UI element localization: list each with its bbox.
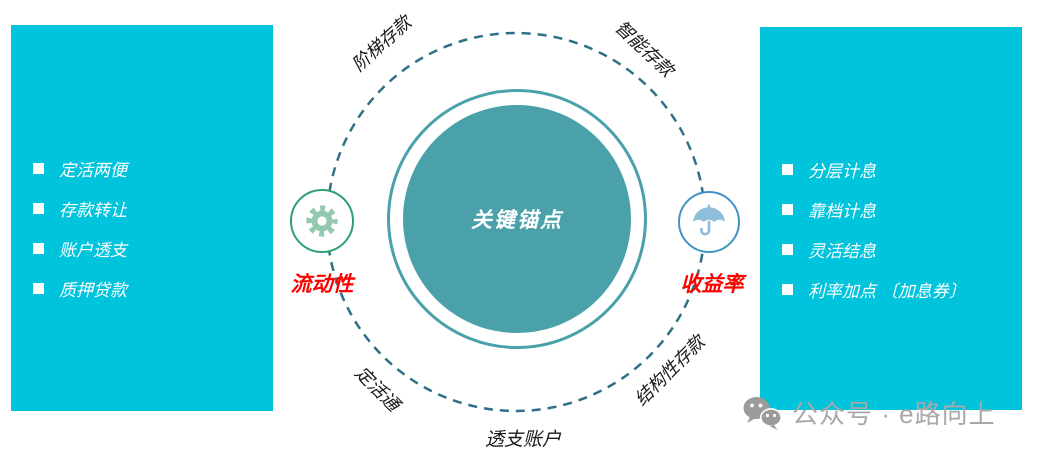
center-anchor-label: 关键锚点 <box>471 209 563 232</box>
square-bullet-icon <box>33 283 44 294</box>
liquidity-node <box>290 189 354 253</box>
list-item: 定活两便 <box>33 156 127 181</box>
list-item-label: 靠档计息 <box>808 202 876 221</box>
list-item: 质押贷款 <box>33 276 127 301</box>
liquidity-label: 流动性 <box>290 273 354 296</box>
yield-node <box>678 191 740 253</box>
square-bullet-icon <box>782 284 793 295</box>
square-bullet-icon <box>33 163 44 174</box>
square-bullet-icon <box>782 244 793 255</box>
list-item: 靠档计息 <box>782 197 966 222</box>
list-item-label: 质押贷款 <box>59 281 127 300</box>
list-item: 分层计息 <box>782 157 966 182</box>
list-item: 利率加点 〔加息券〕 <box>782 277 966 302</box>
square-bullet-icon <box>33 243 44 254</box>
list-item-label: 灵活结息 <box>808 242 876 261</box>
gear-icon <box>306 205 338 237</box>
square-bullet-icon <box>782 164 793 175</box>
center-anchor-fill: 关键锚点 <box>403 105 631 333</box>
center-anchor-circle: 关键锚点 <box>387 89 647 349</box>
list-item-label: 账户透支 <box>59 241 127 260</box>
left-panel: 定活两便 存款转让 账户透支 质押贷款 <box>11 25 273 411</box>
list-item-label: 分层计息 <box>808 162 876 181</box>
square-bullet-icon <box>33 203 44 214</box>
list-item-label: 利率加点 〔加息券〕 <box>808 282 966 301</box>
list-item-label: 存款转让 <box>59 201 127 220</box>
yield-label: 收益率 <box>680 273 744 296</box>
umbrella-icon <box>693 204 725 236</box>
wechat-icon <box>743 396 782 430</box>
square-bullet-icon <box>782 204 793 215</box>
list-item: 账户透支 <box>33 236 127 261</box>
list-item: 存款转让 <box>33 196 127 221</box>
orbit-label-overdraft-account: 透支账户 <box>484 429 562 451</box>
left-panel-list: 定活两便 存款转让 账户透支 质押贷款 <box>33 156 127 301</box>
right-panel-list: 分层计息 靠档计息 灵活结息 利率加点 〔加息券〕 <box>782 157 966 302</box>
watermark: 公众号 · e路向上 <box>742 394 996 431</box>
right-panel: 分层计息 靠档计息 灵活结息 利率加点 〔加息券〕 <box>760 27 1022 410</box>
list-item: 灵活结息 <box>782 237 966 262</box>
list-item-label: 定活两便 <box>59 161 127 180</box>
watermark-text: 公众号 · e路向上 <box>792 399 996 429</box>
